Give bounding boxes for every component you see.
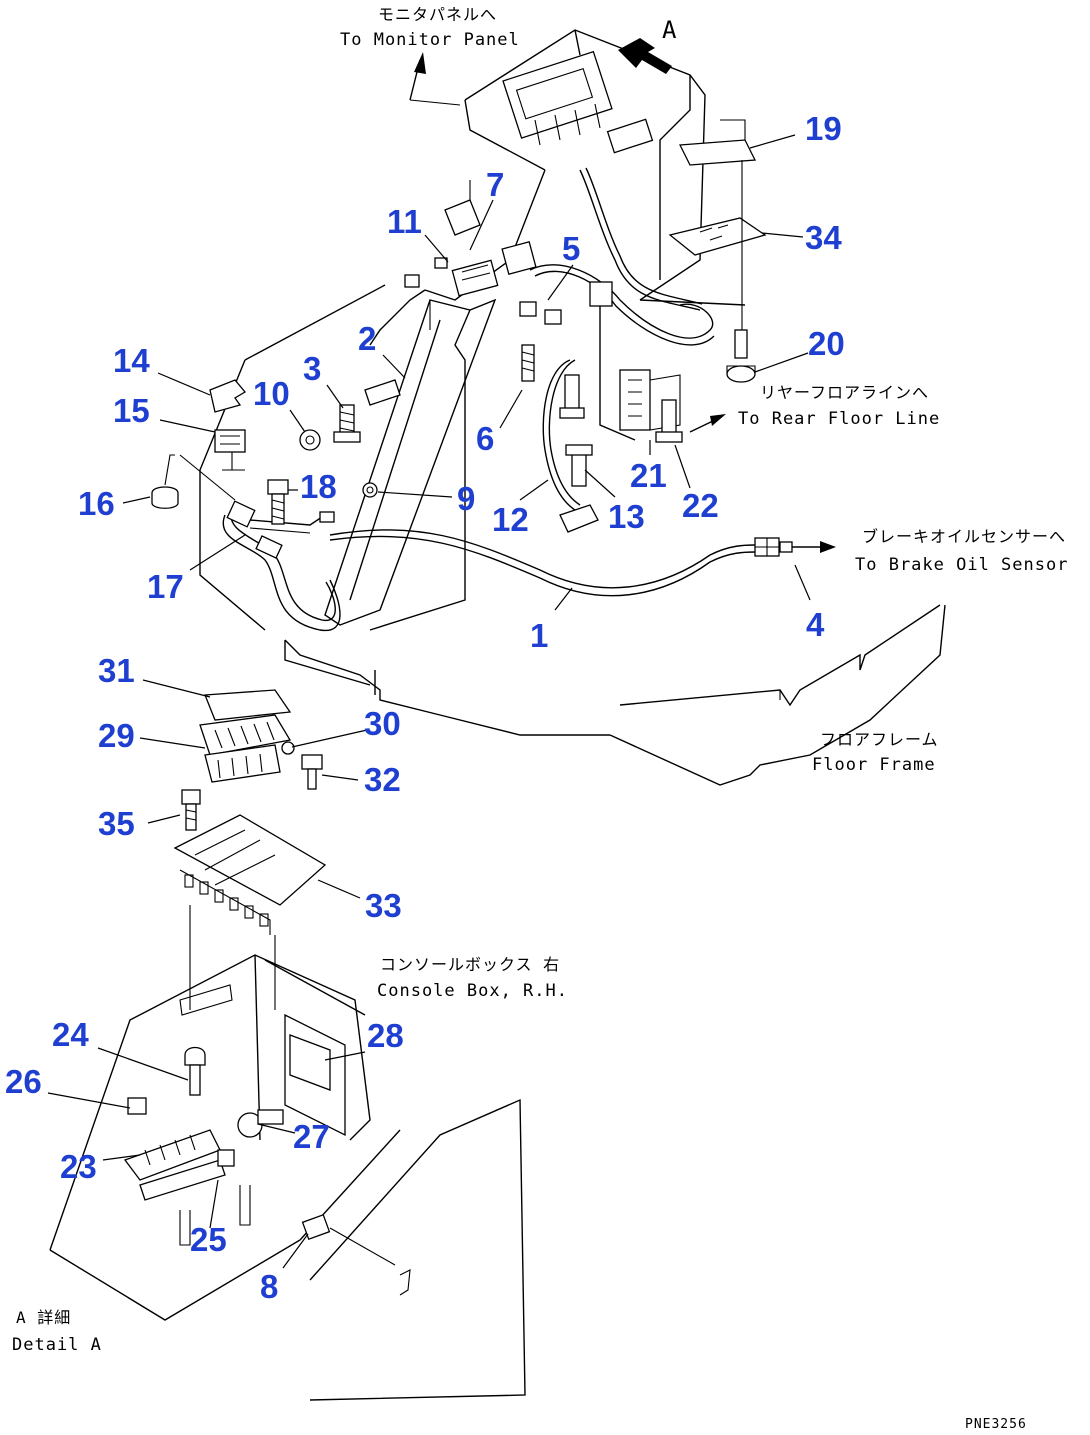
callout-21: 21 [630,457,667,494]
wire-harness-17 [222,500,341,632]
note-console-jp: コンソールボックス 右 [380,955,560,974]
side-panel-detail [299,1098,526,1401]
view-arrow-a [618,38,672,74]
console-housing [369,29,746,441]
callout-13: 13 [608,498,645,535]
callout-1: 1 [530,617,548,654]
callout-34: 34 [805,219,842,256]
annotations: モニタパネルへ To Monitor Panel A リヤーフロアラインへ To… [12,5,1068,1432]
bracket-parts-right [668,119,767,383]
wire-harness-5 [519,167,715,346]
callout-7: 7 [486,166,504,203]
callout-27: 27 [293,1118,330,1155]
bolt-parts-mid [267,379,401,525]
callout-23: 23 [60,1148,97,1185]
note-console-en: Console Box, R.H. [377,981,568,1001]
column-panel [324,298,497,631]
floor-frame [199,284,946,786]
console-box-rh [49,954,371,1321]
callout-16: 16 [78,485,115,522]
callout-4: 4 [806,606,825,643]
callout-25: 25 [190,1221,227,1258]
callout-10: 10 [253,375,290,412]
note-floor-frame-en: Floor Frame [812,755,936,775]
bolt-parts-center [521,344,599,533]
drawing-code: PNE3256 [965,1417,1027,1432]
callout-14: 14 [113,342,150,379]
clip-parts-left [151,379,246,509]
note-detail-jp: A 詳細 [16,1308,71,1327]
callout-12: 12 [492,501,529,538]
relay-parts-right [619,369,726,443]
callout-5: 5 [562,230,580,267]
callout-6: 6 [476,420,494,457]
note-monitor-en: To Monitor Panel [340,30,520,50]
callout-19: 19 [805,110,842,147]
callout-26: 26 [5,1063,42,1100]
callout-11: 11 [387,203,422,240]
note-rear-floor-jp: リヤーフロアラインへ [760,383,929,402]
fuse-box-assembly [181,689,323,831]
callout-32: 32 [364,761,401,798]
mounting-plate-33 [173,814,327,1010]
note-brake-en: To Brake Oil Sensor [855,555,1068,575]
callout-35: 35 [98,805,135,842]
callout-15: 15 [113,392,150,429]
callout-24: 24 [52,1016,89,1053]
callout-numbers: 1 2 3 4 5 6 7 8 9 10 11 12 13 14 15 16 1… [5,110,845,1305]
note-rear-floor-en: To Rear Floor Line [738,409,940,429]
note-detail-en: Detail A [12,1335,102,1355]
callout-33: 33 [365,887,402,924]
callout-8: 8 [260,1268,278,1305]
wire-harness-1 [329,529,836,597]
relay-block-23 [123,1046,251,1246]
leader-lines [47,134,811,1269]
note-monitor-jp: モニタパネルへ [378,5,497,24]
arrow-to-monitor [409,52,461,106]
callout-30: 30 [364,705,401,742]
callout-22: 22 [682,487,719,524]
connector-parts-upper [404,180,537,297]
callout-29: 29 [98,717,135,754]
callout-28: 28 [367,1017,404,1054]
clamp-9 [362,482,378,498]
callout-2: 2 [358,320,376,357]
callout-31: 31 [98,652,135,689]
note-view-a: A [662,16,677,44]
callout-3: 3 [303,350,321,387]
callout-9: 9 [457,480,475,517]
note-floor-frame-jp: フロアフレーム [820,730,939,749]
callout-17: 17 [147,568,184,605]
note-brake-jp: ブレーキオイルセンサーへ [862,527,1066,546]
callout-20: 20 [808,325,845,362]
callout-18: 18 [300,468,337,505]
